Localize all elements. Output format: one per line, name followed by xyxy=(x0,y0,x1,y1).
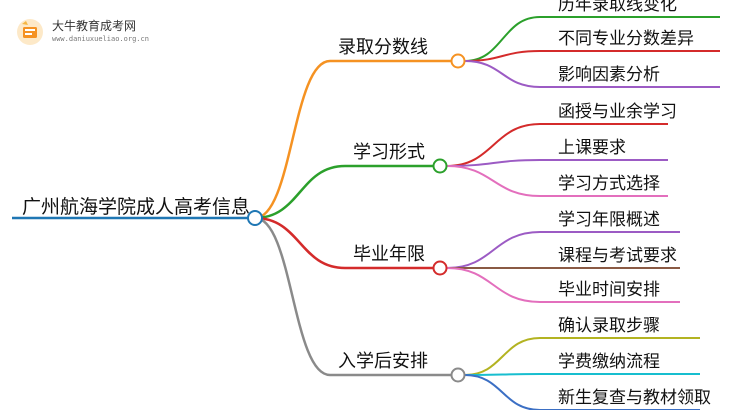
child-connector xyxy=(464,337,541,376)
child-connector xyxy=(446,231,541,269)
branch-connector xyxy=(254,216,346,270)
logo-title: 大牛教育成考网 xyxy=(52,19,137,33)
child-label[interactable]: 课程与考试要求 xyxy=(558,246,677,266)
child-label[interactable]: 影响因素分析 xyxy=(558,65,660,85)
branch-connector xyxy=(254,59,331,220)
branch-toggle-node[interactable] xyxy=(450,53,466,69)
mindmap-nodes xyxy=(247,53,466,383)
child-label[interactable]: 函授与业余学习 xyxy=(558,102,677,122)
logo-url: www.daniuxueliao.org.cn xyxy=(52,35,149,43)
child-label[interactable]: 学习年限概述 xyxy=(558,210,660,230)
child-label[interactable]: 历年录取线变化 xyxy=(558,0,677,15)
branch-label[interactable]: 毕业年限 xyxy=(353,244,425,265)
child-connector xyxy=(464,50,541,62)
child-connector xyxy=(446,123,541,167)
child-connector xyxy=(464,374,541,410)
child-label[interactable]: 上课要求 xyxy=(558,138,626,158)
child-label[interactable]: 不同专业分数差异 xyxy=(558,29,694,49)
root-label: 广州航海学院成人高考信息 xyxy=(22,196,250,218)
root-toggle-node[interactable] xyxy=(247,210,263,226)
mindmap-labels: 广州航海学院成人高考信息录取分数线历年录取线变化不同专业分数差异影响因素分析学习… xyxy=(22,0,711,408)
child-label[interactable]: 确认录取步骤 xyxy=(558,316,660,336)
child-connector xyxy=(464,60,541,88)
branch-label[interactable]: 录取分数线 xyxy=(338,37,428,58)
child-label[interactable]: 新生复查与教材领取 xyxy=(558,388,711,408)
child-connector xyxy=(464,373,541,376)
child-label[interactable]: 毕业时间安排 xyxy=(558,280,660,300)
branch-label[interactable]: 学习形式 xyxy=(353,142,425,163)
child-label[interactable]: 学费缴纳流程 xyxy=(558,352,660,372)
branch-connector xyxy=(254,164,346,220)
branch-label[interactable]: 入学后安排 xyxy=(338,351,428,372)
book-logo-icon xyxy=(17,19,43,45)
child-connector xyxy=(446,159,541,167)
child-connector xyxy=(464,16,541,62)
child-connector xyxy=(446,165,541,197)
mindmap-edges xyxy=(12,16,720,410)
branch-connector xyxy=(254,216,331,377)
child-connector xyxy=(446,267,541,303)
branch-toggle-node[interactable] xyxy=(450,367,466,383)
site-logo[interactable]: 大牛教育成考网 www.daniuxueliao.org.cn xyxy=(12,14,162,50)
child-label[interactable]: 学习方式选择 xyxy=(558,174,660,194)
branch-toggle-node[interactable] xyxy=(432,260,448,276)
branch-toggle-node[interactable] xyxy=(432,158,448,174)
